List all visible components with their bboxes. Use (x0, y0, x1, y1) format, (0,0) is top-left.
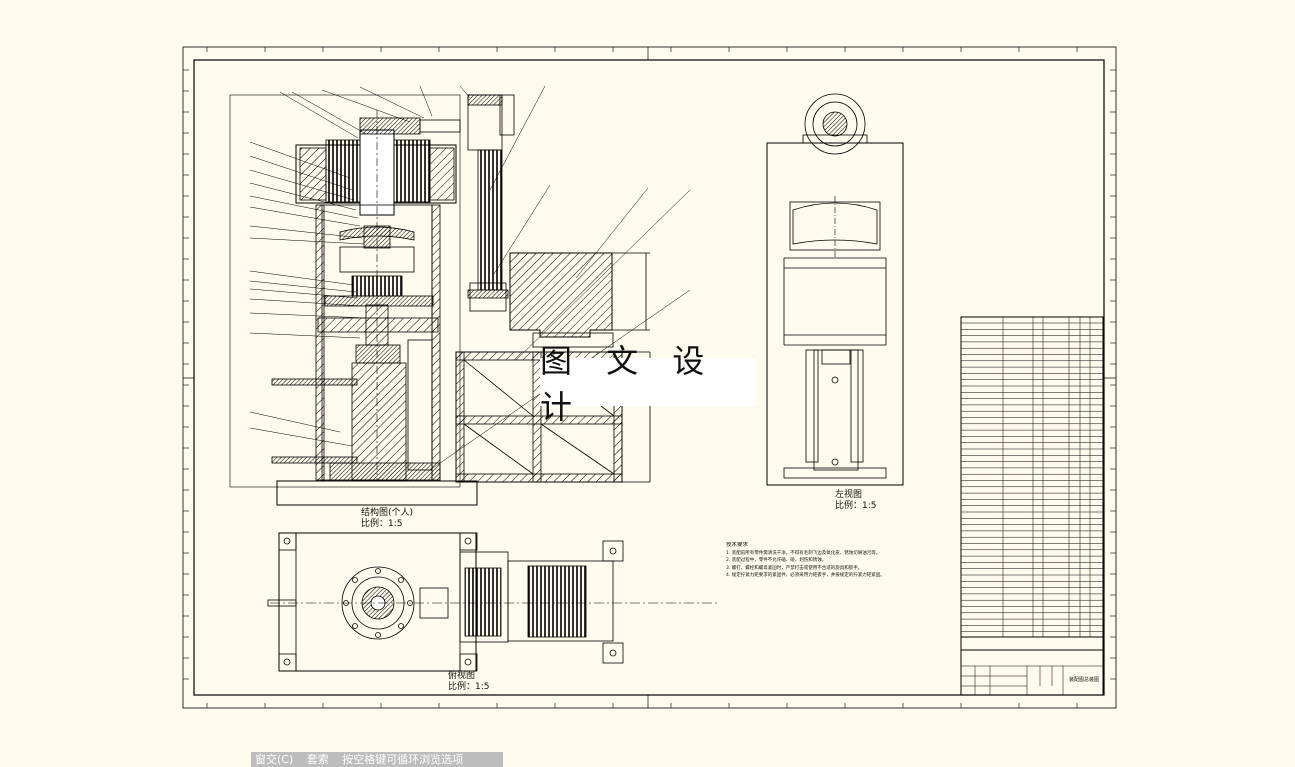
motor-section (455, 252, 651, 483)
side-view-scale: 1:5 (862, 501, 877, 511)
watermark: 图 文 设 计 (540, 342, 756, 426)
notes-title: 技术要求 (726, 542, 749, 548)
top-view-scale: 1:5 (475, 682, 490, 692)
drawing-name: 装配图总装图 (1068, 677, 1099, 683)
side-view-caption: 左视图 比例：1:5 (835, 490, 877, 512)
top-view-scale-label: 比例： (448, 682, 476, 692)
notes-item: 3. 螺钉、螺栓和螺母紧固时，严禁打击或使用不合适的旋具和扳手。 (726, 565, 863, 571)
side-view (766, 93, 904, 486)
status-item-hint: 按空格键可循环浏览选项 (342, 753, 464, 766)
command-status-bar: 窗交(C) 套索 按空格键可循环浏览选项 (251, 752, 503, 767)
front-view-scale-label: 比例： (361, 519, 389, 529)
top-view (267, 532, 720, 672)
side-view-scale-label: 比例： (835, 501, 863, 511)
top-view-caption: 俯视图 比例：1:5 (448, 671, 490, 693)
top-view-name: 俯视图 (448, 671, 476, 681)
title-block (960, 316, 1104, 696)
front-view-name: 结构图(个人) (361, 508, 414, 518)
technical-notes: 技术要求 1. 装配前所有零件需清洗干净，不得有毛刺飞边及氧化皮、锈蚀切屑油污等… (726, 542, 941, 580)
notes-item: 1. 装配前所有零件需清洗干净，不得有毛刺飞边及氧化皮、锈蚀切屑油污等。 (726, 550, 881, 556)
notes-item: 2. 装配过程中，零件不允许磕、碰、划伤和锈蚀。 (726, 558, 827, 564)
notes-item: 4. 规定拧紧力矩要求的紧固件，必须采用力矩扳手，并按规定的拧紧力矩紧固。 (726, 573, 885, 579)
status-item-lasso[interactable]: 套索 (306, 753, 329, 766)
side-view-name: 左视图 (835, 490, 863, 500)
drawing-frame (182, 46, 1117, 709)
status-item-window-crossing[interactable]: 窗交(C) (255, 753, 294, 766)
front-view-scale: 1:5 (388, 519, 403, 529)
front-view-caption: 结构图(个人) 比例：1:5 (361, 508, 413, 530)
